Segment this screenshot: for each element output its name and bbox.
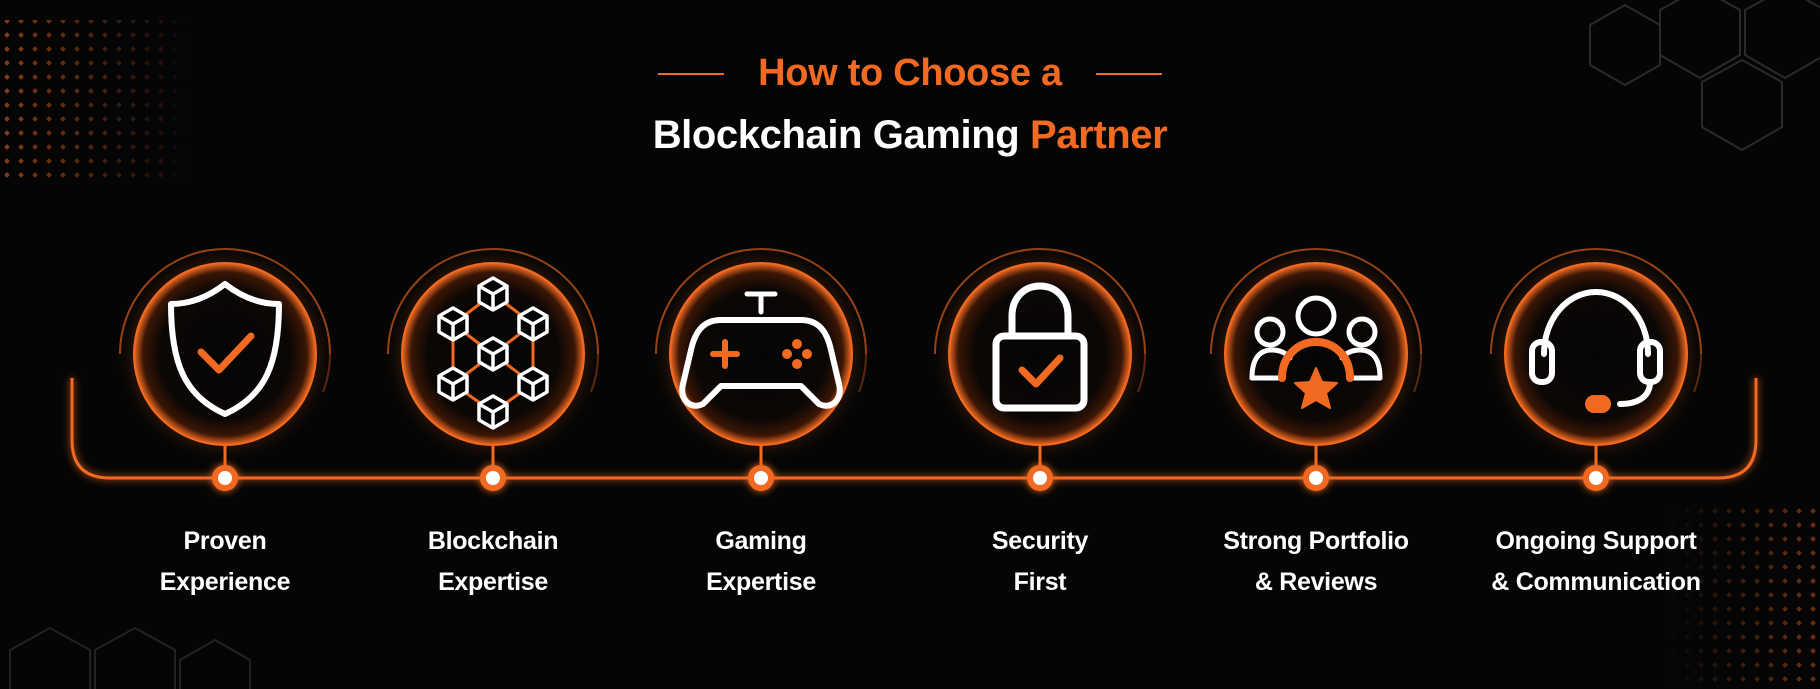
step-label-1: Proven Experience — [85, 521, 365, 603]
team-star-icon — [1249, 295, 1383, 409]
step-6 — [1490, 248, 1703, 467]
title-text-2-accent: Partner — [1030, 113, 1168, 157]
title-line-2: Blockchain Gaming Partner — [0, 113, 1820, 158]
outer-arc — [119, 248, 331, 355]
step-label-line-1: Strong Portfolio — [1223, 527, 1409, 555]
step-label-line-2: Expertise — [438, 568, 548, 596]
title-text-2-main: Blockchain Gaming — [652, 113, 1020, 157]
node-1 — [212, 465, 238, 491]
hexagon-pattern-top-right — [1589, 0, 1820, 152]
timeline-line — [70, 378, 1758, 480]
step-label-line-1: Blockchain — [427, 527, 559, 555]
title-block: How to Choose a Blockchain Gaming Partne… — [0, 52, 1820, 158]
step-label-line-2: & Communication — [1491, 568, 1701, 596]
gamepad-icon — [679, 291, 843, 409]
step-label-line-1: Security — [991, 527, 1089, 555]
hexagon-pattern-bottom-left — [9, 626, 251, 689]
step-3 — [655, 248, 868, 467]
node-2 — [480, 465, 506, 491]
step-5 — [1210, 248, 1423, 467]
step-2 — [387, 248, 600, 467]
dot-pattern-bottom-right — [1660, 500, 1820, 689]
padlock-check-icon — [992, 282, 1088, 412]
step-label-4: Security First — [900, 521, 1180, 603]
headset-icon — [1529, 289, 1663, 413]
node-3 — [748, 465, 774, 491]
step-label-line-2: Expertise — [706, 568, 816, 596]
shield-check-icon — [168, 281, 282, 417]
title-rule-left — [658, 72, 725, 75]
node-6 — [1583, 465, 1609, 491]
step-4 — [934, 248, 1147, 467]
node-4 — [1027, 465, 1053, 491]
step-label-line-2: Experience — [159, 568, 291, 596]
step-label-2: Blockchain Expertise — [353, 521, 633, 603]
step-label-5: Strong Portfolio & Reviews — [1176, 521, 1456, 603]
step-label-6: Ongoing Support & Communication — [1456, 521, 1736, 603]
icon-circle — [133, 262, 317, 446]
title-text-1: How to Choose a — [758, 52, 1062, 94]
title-rule-right — [1095, 72, 1162, 75]
step-label-3: Gaming Expertise — [621, 521, 901, 603]
step-label-line-1: Proven — [183, 527, 267, 555]
title-line-1: How to Choose a — [0, 52, 1820, 95]
step-label-line-2: & Reviews — [1254, 568, 1378, 596]
step-label-line-1: Ongoing Support — [1495, 527, 1697, 555]
node-5 — [1303, 465, 1329, 491]
step-1 — [119, 248, 332, 467]
step-label-line-2: First — [1013, 568, 1067, 596]
dot-pattern-top-left — [0, 20, 200, 180]
blockchain-cubes-icon — [437, 276, 549, 430]
step-label-line-1: Gaming — [715, 527, 807, 555]
